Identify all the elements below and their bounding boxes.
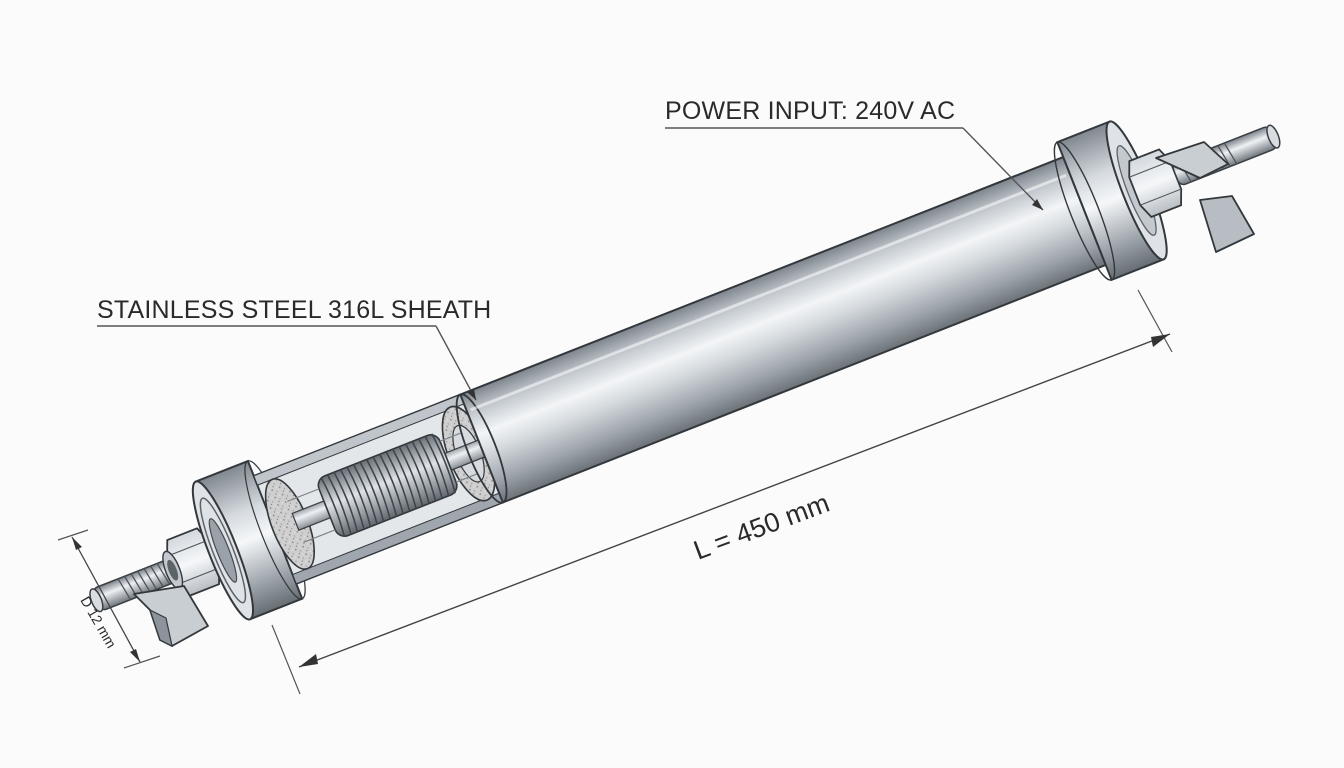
cutaway-section bbox=[252, 393, 505, 586]
sheath-tube bbox=[455, 155, 1108, 504]
right-terminal bbox=[1128, 124, 1281, 218]
heater-element bbox=[89, 120, 1281, 621]
length-label: L = 450 mm bbox=[690, 488, 834, 566]
power-input-callout: POWER INPUT: 240V AC bbox=[665, 97, 1044, 211]
power-input-label: POWER INPUT: 240V AC bbox=[665, 97, 955, 125]
sheath-callout: STAINLESS STEEL 316L SHEATH bbox=[97, 296, 491, 401]
left-end-cap bbox=[191, 459, 306, 621]
right-terminal-lug bbox=[1155, 141, 1255, 253]
sheath-label: STAINLESS STEEL 316L SHEATH bbox=[97, 296, 491, 324]
left-terminal-lug bbox=[133, 585, 209, 648]
